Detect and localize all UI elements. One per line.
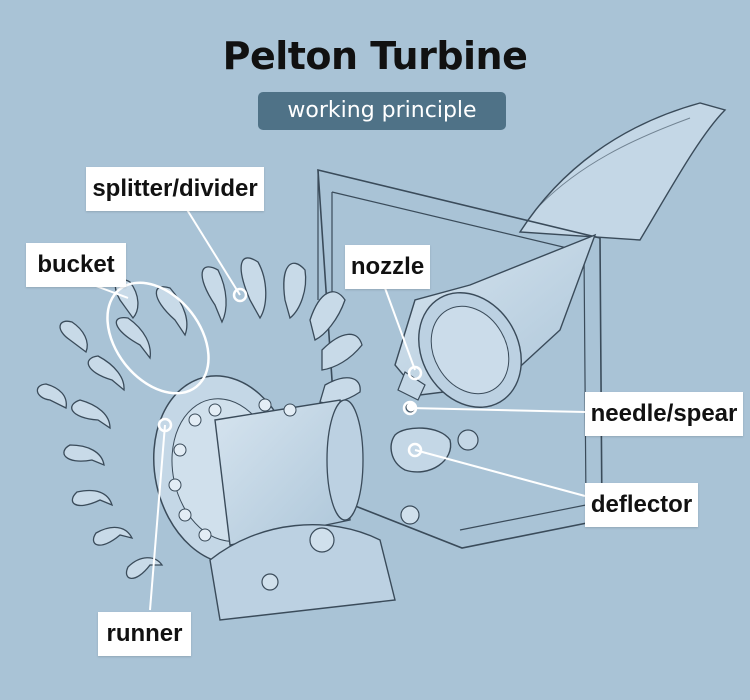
- label-runner: runner: [98, 612, 191, 656]
- label-splitter: splitter/divider: [86, 167, 264, 211]
- page-title: Pelton Turbine: [222, 34, 528, 78]
- label-needle: needle/spear: [585, 392, 743, 436]
- bearing-base: [209, 524, 396, 621]
- leader-lines: [95, 207, 586, 611]
- bucket-highlight: [106, 281, 210, 395]
- shaft: [214, 399, 351, 546]
- label-nozzle: nozzle: [345, 245, 430, 289]
- subtitle-badge: working principle: [258, 92, 506, 130]
- penstock-pipe: [518, 102, 727, 241]
- label-deflector: deflector: [585, 483, 698, 527]
- label-bucket: bucket: [26, 243, 126, 287]
- leader-markers: [157, 287, 423, 458]
